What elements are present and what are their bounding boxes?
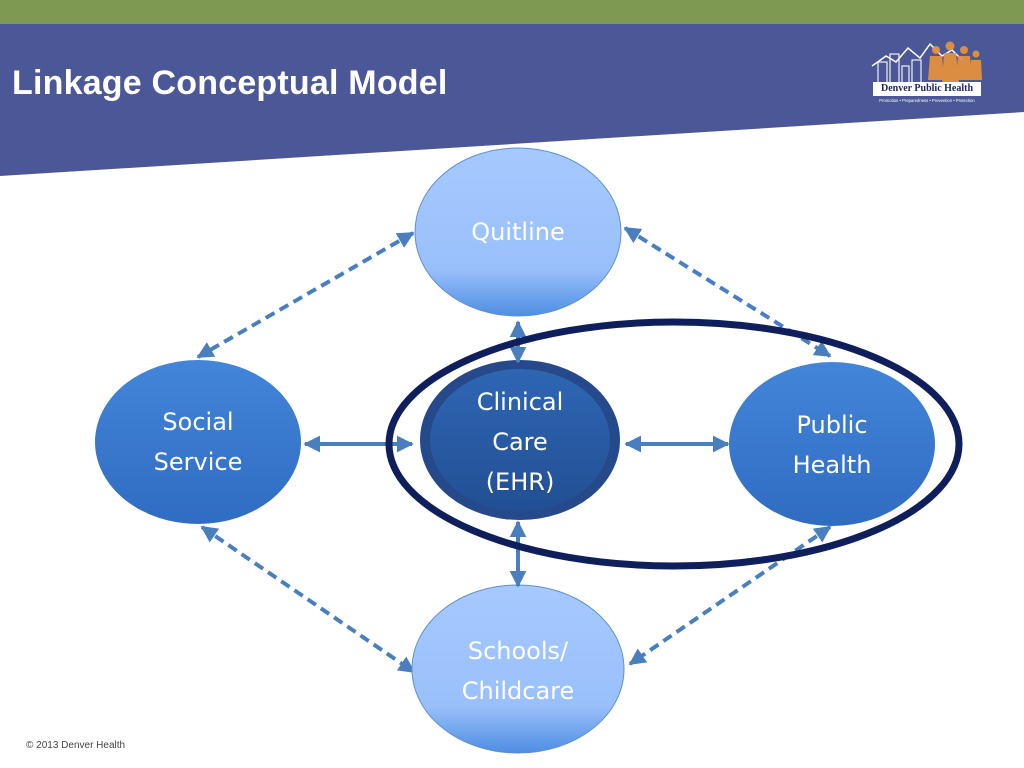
header-band [0,24,1024,176]
node-label-quitline: Quitline [471,218,565,246]
slide-title: Linkage Conceptual Model [12,64,448,102]
connector-public-schools [628,525,832,666]
node-quitline [414,147,622,317]
connector-quitline-social [196,231,415,359]
copyright-footer: © 2013 Denver Health [26,740,126,751]
logo-name: Denver Public Health [873,82,981,96]
accent-bar [0,0,1024,24]
node-label-public-health: Public Health [792,411,872,479]
node-social-service [95,360,301,524]
node-label-schools-childcare: Schools/ Childcare [461,637,575,705]
denver-public-health-logo [871,41,982,85]
clinical-public-linkage-ring [385,318,963,570]
logo-tagline: Promotion • Preparedness • Prevention • … [879,98,975,103]
node-label-social-service: Social Service [153,408,243,476]
connector-social-schools [200,525,416,674]
node-label-clinical-care: Clinical Care (EHR) [476,388,564,496]
node-public-health [729,362,935,526]
node-clinical-care [430,369,610,511]
